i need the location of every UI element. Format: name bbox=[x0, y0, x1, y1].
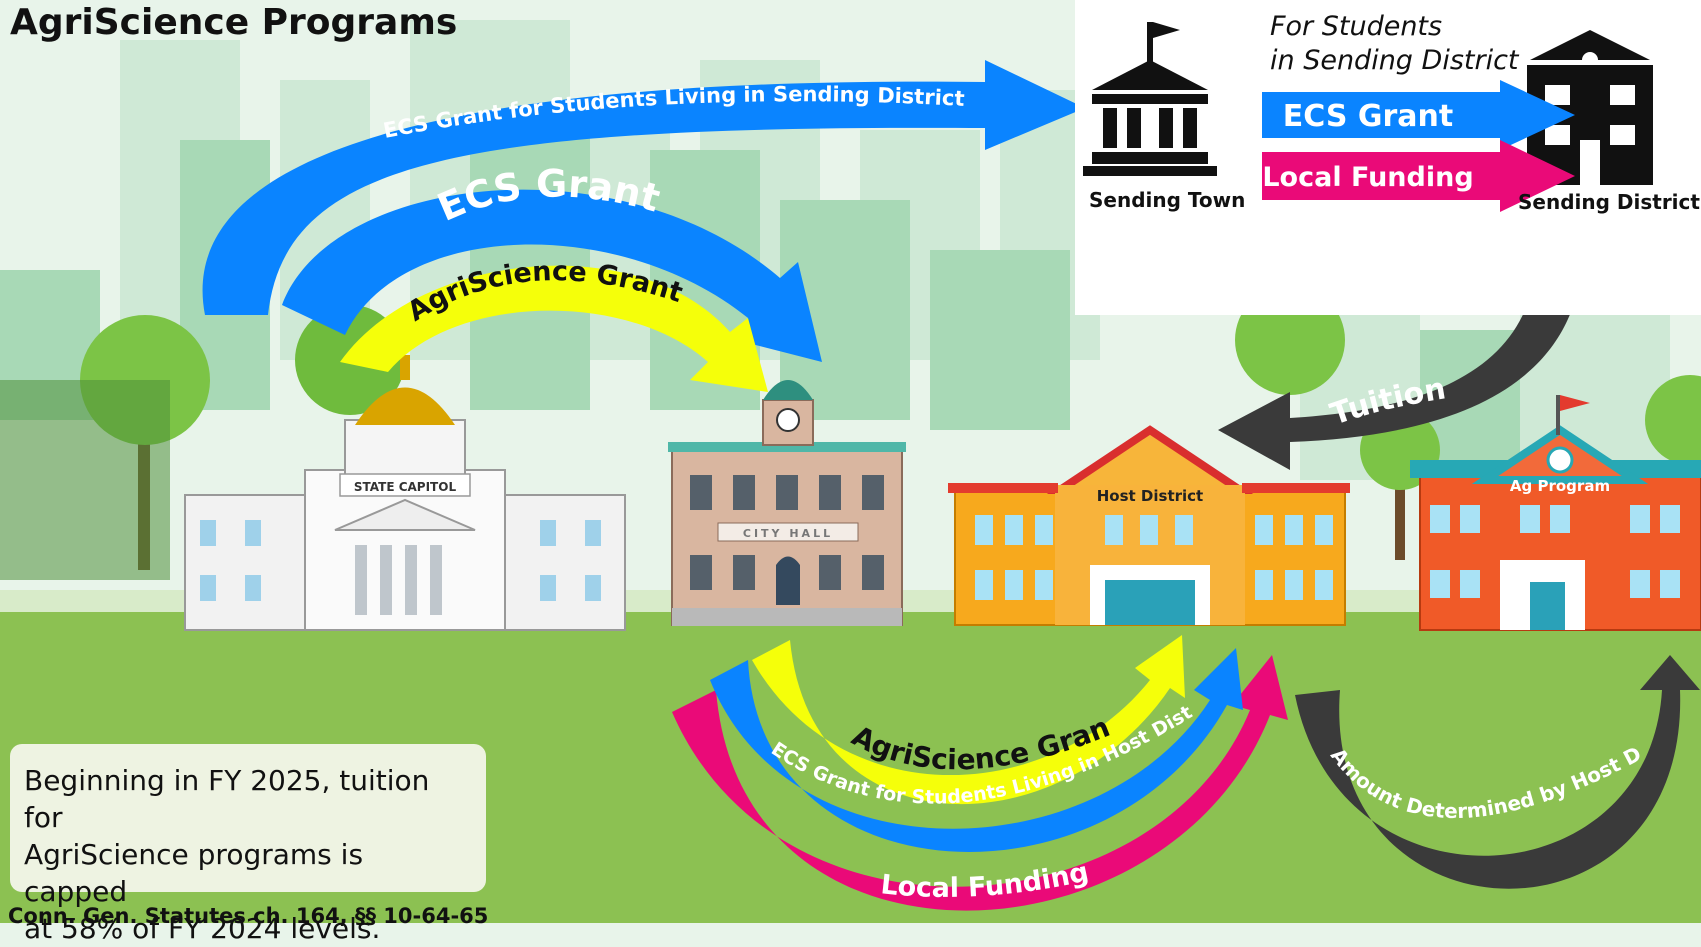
host-district-building: Host District bbox=[948, 425, 1350, 626]
legend-panel: ECS Grant Local Funding Sending Town Sen… bbox=[1075, 0, 1701, 315]
sending-town-label: Sending Town bbox=[1089, 188, 1246, 212]
sending-district-label: Sending District bbox=[1518, 190, 1700, 214]
citation: Conn. Gen. Statutes ch. 164, §§ 10-64-65 bbox=[8, 904, 489, 928]
local-funding-arrow bbox=[672, 655, 1288, 911]
legend-note: For Students in Sending District bbox=[1270, 10, 1570, 78]
note-line1: Beginning in FY 2025, tuition for bbox=[24, 764, 430, 834]
note-line2: AgriScience programs is capped bbox=[24, 838, 364, 908]
state-capitol-label: STATE CAPITOL bbox=[354, 480, 457, 494]
legend-note-line2: in Sending District bbox=[1270, 45, 1519, 76]
legend-note-line1: For Students bbox=[1270, 11, 1443, 42]
legend-ecs-arrow bbox=[1262, 80, 1575, 150]
legend-local-arrow bbox=[1262, 140, 1575, 212]
agriscience-bottom-arrow bbox=[752, 635, 1185, 805]
ecs-grant-arrow bbox=[282, 189, 822, 362]
agriscience-top-arrow bbox=[340, 265, 768, 392]
host-district-label: Host District bbox=[1097, 487, 1203, 505]
town-hall-icon bbox=[1083, 22, 1217, 176]
ecs-sending-arrow bbox=[202, 60, 1085, 315]
legend-ecs-label: ECS Grant bbox=[1283, 99, 1453, 134]
legend-icons: ECS Grant Local Funding bbox=[1083, 22, 1653, 212]
city-hall-label: CITY HALL bbox=[743, 527, 833, 540]
ag-program-label: Ag Program bbox=[1510, 477, 1610, 495]
ecs-host-arrow bbox=[710, 648, 1243, 852]
city-hall-building: CITY HALL bbox=[668, 380, 906, 626]
state-capitol-building: STATE CAPITOL bbox=[184, 355, 626, 631]
ag-program-building: Ag Program bbox=[1410, 395, 1701, 631]
page-title: AgriScience Programs bbox=[10, 2, 458, 43]
legend-local-label: Local Funding bbox=[1262, 162, 1473, 193]
amount-determined-arrow bbox=[1295, 655, 1700, 889]
note-box: Beginning in FY 2025, tuition for AgriSc… bbox=[10, 744, 486, 945]
